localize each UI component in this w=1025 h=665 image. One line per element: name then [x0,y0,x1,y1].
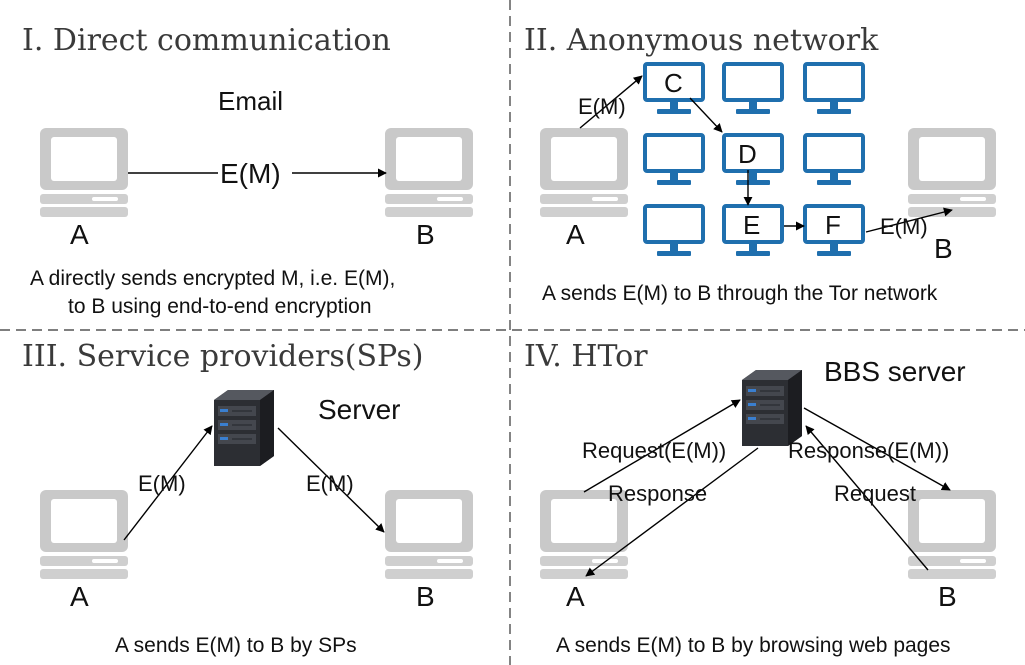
caption-line-1: A directly sends encrypted M, i.e. E(M), [30,267,395,290]
receiver-label: B [938,581,957,612]
edge-up-label: E(M) [138,471,186,496]
panel-service-providers: III. Service providers(SPs) Server E(M) … [22,339,473,657]
panel-direct-communication: I. Direct communication Email E(M) A B A… [22,23,473,318]
relay-e-label: E [743,210,760,240]
sender-computer-icon [40,128,128,217]
edge-in-label: E(M) [578,94,626,119]
edge-response-em [803,407,951,491]
edge-label: E(M) [220,158,281,189]
receiver-computer-icon [908,128,996,217]
response-label: Response [608,481,707,506]
receiver-label: B [934,233,953,264]
panel-heading: II. Anonymous network [524,23,879,58]
panel-htor: IV. HTor BBS server Request(E(M)) Respon… [524,339,996,657]
edge-a-to-server [123,425,213,541]
edge-down-label: E(M) [306,471,354,496]
relay-f-label: F [825,210,841,240]
sender-label: A [566,219,585,250]
sender-label: A [70,581,89,612]
edge-a-to-c [579,75,643,129]
edge-response [585,447,759,577]
sender-computer-icon [540,128,628,217]
receiver-computer-icon [908,490,996,579]
receiver-computer-icon [385,128,473,217]
receiver-computer-icon [385,490,473,579]
sender-label: A [70,219,89,250]
edge-out-label: E(M) [880,214,928,239]
server-icon [214,390,274,466]
request-em-label: Request(E(M)) [582,438,726,463]
edge-f-to-b [865,207,953,233]
relay-monitor-icon [643,204,705,258]
relay-monitor-icon [643,133,705,187]
relay-monitor-icon [722,62,784,116]
request-label: Request [834,481,916,506]
panel-anonymous-network: II. Anonymous network C D E F E(M) E(M) … [524,23,996,305]
sender-computer-icon [40,490,128,579]
relay-monitor-icon [803,133,865,187]
bbs-server-icon [742,370,802,446]
response-em-label: Response(E(M)) [788,438,949,463]
edge-c-to-d [689,97,723,133]
relay-monitor-icon [803,62,865,116]
receiver-label: B [416,581,435,612]
relay-d-label: D [738,139,757,169]
panel-heading: IV. HTor [524,339,648,374]
caption-line-2: to B using end-to-end encryption [68,295,372,318]
caption: A sends E(M) to B by browsing web pages [556,634,951,657]
server-label: BBS server [824,356,966,387]
caption: A sends E(M) to B through the Tor networ… [542,282,938,305]
receiver-label: B [416,219,435,250]
sender-label: A [566,581,585,612]
server-label: Server [318,394,400,425]
edge-server-to-b [277,427,385,533]
panel-heading: I. Direct communication [22,23,391,58]
channel-label: Email [218,86,283,116]
caption: A sends E(M) to B by SPs [115,634,357,657]
edge-request [805,425,929,571]
edge-request-em [583,399,741,493]
relay-c-label: C [664,68,683,98]
panel-heading: III. Service providers(SPs) [22,339,423,374]
